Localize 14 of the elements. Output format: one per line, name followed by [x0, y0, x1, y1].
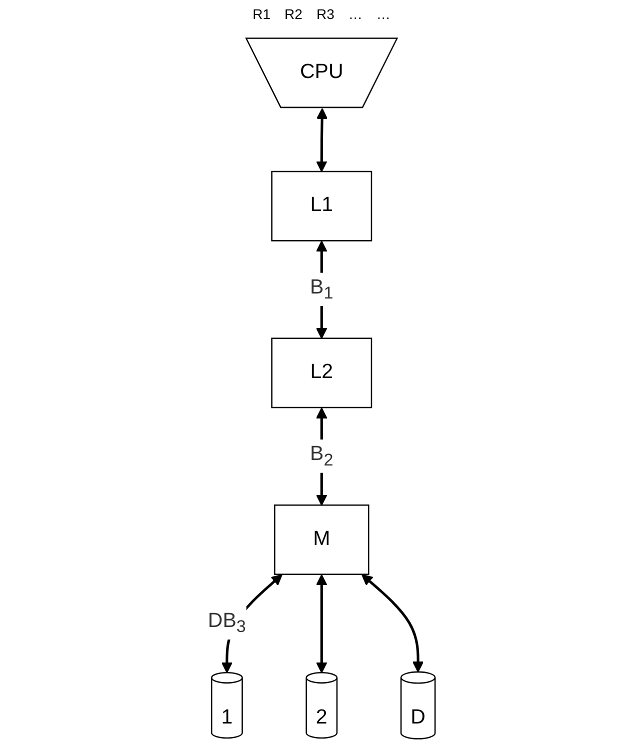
edge-label: DB$_{3}$ [208, 610, 246, 636]
register-label: … [376, 6, 390, 22]
node-box: M [274, 504, 370, 575]
register-label: … [348, 6, 362, 22]
register-label: R3 [316, 6, 334, 22]
arrow [316, 574, 328, 674]
edge-label: B$_{1}$ [310, 276, 334, 302]
node-box: L1 [271, 170, 372, 242]
edge-label: B$_{2}$ [310, 443, 334, 470]
arrow [316, 108, 328, 172]
arrow [362, 574, 424, 672]
node-box: L2 [271, 338, 372, 408]
register-label: R1 [252, 6, 271, 22]
register-label: R2 [284, 6, 302, 22]
